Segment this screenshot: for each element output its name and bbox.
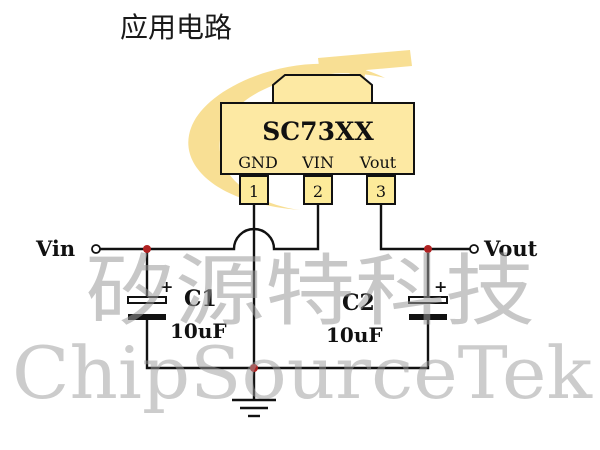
pin-name-vout: Vout (359, 153, 397, 172)
capacitor-c2: + C2 10uF (326, 277, 448, 347)
capacitor-c1: + C1 10uF (127, 277, 227, 343)
junction-dot-ground (250, 364, 258, 372)
vout-terminal (469, 244, 479, 254)
c2-value: 10uF (326, 323, 383, 347)
pin-3 (366, 175, 396, 205)
vout-label: Vout (483, 236, 538, 261)
pin-number-1: 1 (249, 182, 259, 201)
chip-body (220, 102, 415, 175)
pin-name-gnd: GND (238, 153, 278, 172)
vin-terminal (91, 244, 101, 254)
junction-dot-c1-top (143, 245, 151, 253)
c1-plus-sign: + (160, 277, 173, 296)
pin-2 (303, 175, 333, 205)
c2-ref: C2 (342, 290, 375, 316)
c2-plus-sign: + (434, 277, 447, 296)
pin-number-3: 3 (376, 182, 386, 201)
chip-name: SC73XX (262, 117, 374, 146)
c1-ref: C1 (184, 286, 217, 312)
watermark-english: ChipSourceTek (12, 331, 593, 415)
chip-tab (272, 74, 373, 103)
circuit-wires (100, 204, 470, 400)
pin-number-2: 2 (313, 182, 323, 201)
junction-dot-c2-top (424, 245, 432, 253)
pin-name-vin: VIN (301, 153, 334, 172)
page-title: 应用电路 (120, 11, 233, 44)
c1-value: 10uF (170, 319, 227, 343)
sc73xx-regulator: SC73XX GND VIN Vout 1 2 3 (220, 74, 415, 205)
watermark-chinese: 矽源特科技 (85, 247, 535, 337)
vin-label: Vin (35, 236, 75, 261)
ground-icon (232, 398, 276, 418)
